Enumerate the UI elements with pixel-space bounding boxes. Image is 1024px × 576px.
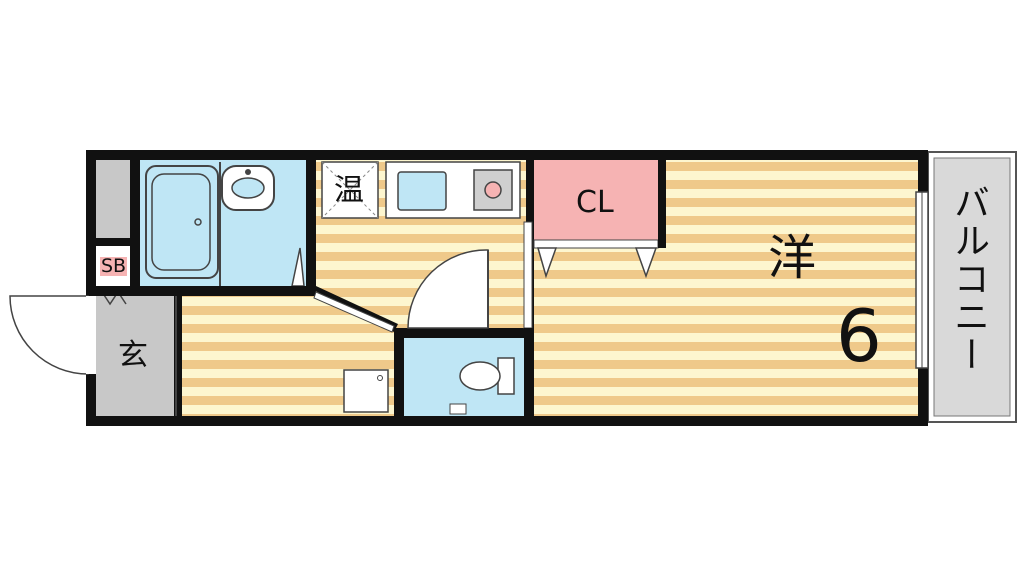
western-room-size: 6 <box>836 294 882 378</box>
shoe-rack-marker <box>101 290 127 306</box>
washbasin-bowl <box>231 177 265 199</box>
shoe-closet <box>96 160 130 238</box>
wall-bath-bottom <box>140 286 306 296</box>
wall-room-divider <box>524 328 534 420</box>
wall-sb-divider <box>96 238 130 246</box>
washer-space <box>343 369 389 413</box>
front-door-swing <box>9 295 89 375</box>
toilet-bowl <box>459 361 501 391</box>
wall-bath-right <box>306 160 316 290</box>
closet-door-left <box>537 247 558 279</box>
toilet-paper <box>449 403 467 415</box>
water-heater-label: 温 <box>334 173 364 208</box>
wall-left-col <box>130 160 140 296</box>
bathtub-inner <box>151 173 211 271</box>
faucet <box>245 169 251 175</box>
bathtub-drain <box>194 218 202 226</box>
closet-label: CL <box>576 185 614 220</box>
closet <box>534 160 658 244</box>
shoe-box-label: SB <box>100 255 128 277</box>
western-room-label: 洋 <box>768 230 817 286</box>
closet-wall <box>658 160 666 248</box>
balcony-label: バルコニー <box>948 184 989 374</box>
toilet-room-wall-top <box>394 328 530 338</box>
toilet-door-swing <box>407 249 489 329</box>
closet-door-right <box>634 247 658 279</box>
entrance-label: 玄 <box>118 338 148 373</box>
front-door-opening <box>86 296 96 374</box>
kitchen-sink <box>397 171 447 211</box>
toilet-room-wall-left <box>394 328 404 420</box>
balcony <box>927 151 1017 423</box>
angled-partition <box>313 291 395 333</box>
entrance-floor <box>96 296 174 416</box>
sliding-door <box>523 221 533 329</box>
wall-sb-bottom <box>96 286 130 296</box>
stove-burner <box>484 181 502 199</box>
closet-door-track <box>533 239 659 249</box>
